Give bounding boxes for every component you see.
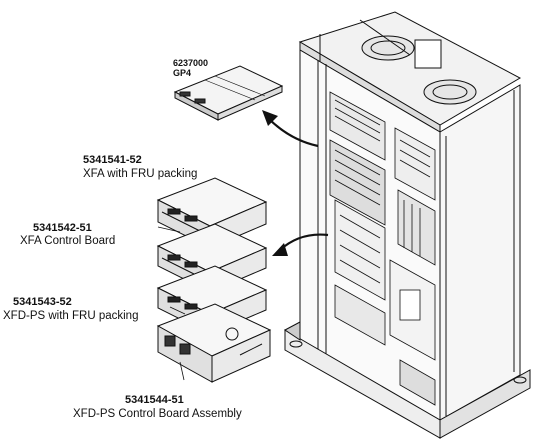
xfa-control-board-description: XFA Control Board [20, 235, 116, 247]
install-arrow-gp4 [262, 110, 319, 148]
equipment-cabinet [284, 11, 531, 439]
gp4-part-number: 6237000 [173, 58, 209, 68]
xfa-fru-description: XFA with FRU packing [83, 168, 198, 180]
xfd-ps-control-board-part-number: 5341544-51 [125, 394, 184, 406]
install-arrow-modules [272, 233, 329, 256]
xfd-ps-fru-part-number: 5341543-52 [13, 296, 72, 308]
xfd-ps-control-board-description: XFD-PS Control Board Assembly [73, 408, 242, 420]
gp4-board [173, 65, 284, 121]
xfd-ps-control-board-assembly [156, 303, 272, 383]
gp4-description: GP4 [173, 68, 192, 78]
xfa-control-board-part-number: 5341542-51 [33, 222, 92, 234]
leader-lines [157, 226, 186, 381]
xfa-fru-part-number: 5341541-52 [83, 154, 142, 166]
xfd-ps-fru-description: XFD-PS with FRU packing [3, 310, 139, 322]
